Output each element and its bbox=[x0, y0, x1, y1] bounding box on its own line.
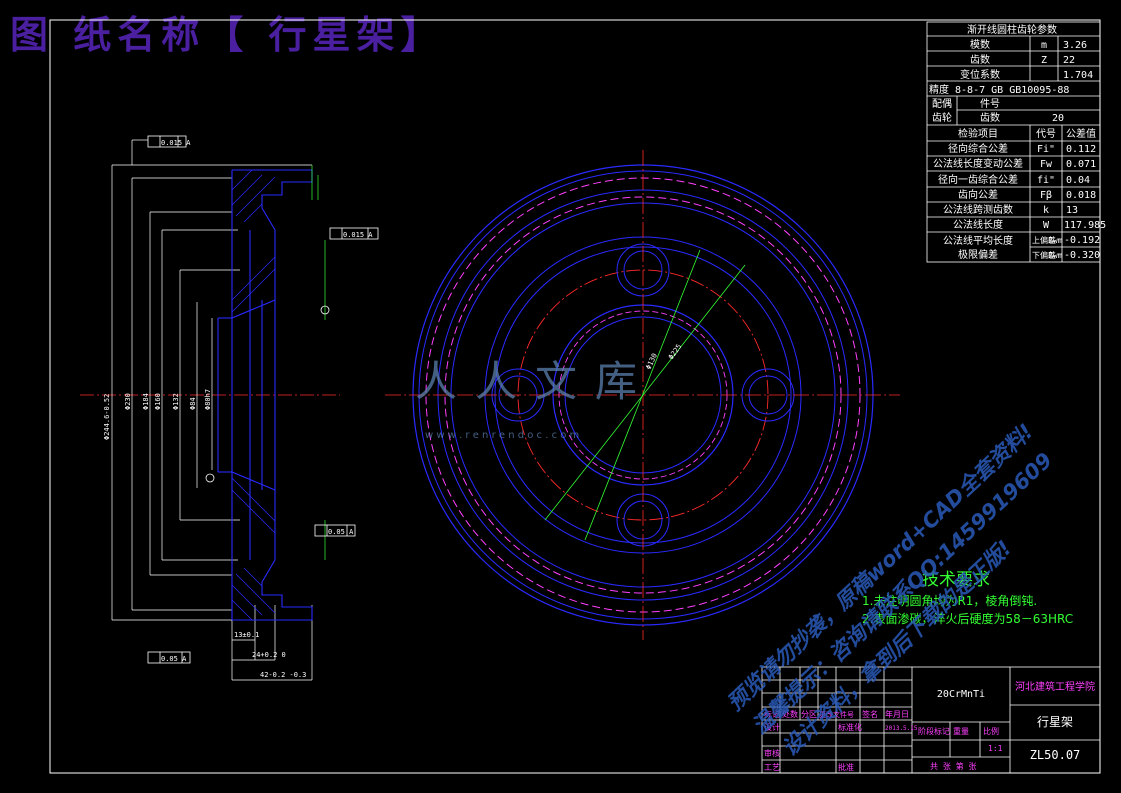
tb-craft: 工艺 bbox=[764, 763, 780, 772]
deviation-upper: 上偏差 bbox=[1032, 235, 1056, 245]
tb-scale: 1:1 bbox=[988, 744, 1003, 753]
deviation-lower: 下偏差 bbox=[1032, 250, 1056, 260]
leader-line bbox=[584, 249, 701, 541]
deviation-upper-sym: Ewm bbox=[1048, 236, 1063, 245]
deviation-lower-val: -0.320 bbox=[1064, 250, 1100, 261]
tb-mark: 标记 bbox=[764, 709, 780, 719]
tb-date: 年月日 bbox=[885, 709, 909, 719]
watermark-logo: 人人文库 bbox=[415, 357, 656, 406]
tb-sign: 签名 bbox=[862, 709, 878, 719]
precision-text: 精度 8-8-7 GB GB10095-88 bbox=[929, 83, 1069, 96]
title-block-main-text: 20CrMnTi 行星架 ZL50.07 bbox=[937, 689, 1080, 762]
tb-design: 设计 bbox=[764, 722, 780, 732]
gear-table-header: 渐开线圆柱齿轮参数 bbox=[967, 23, 1057, 36]
gear-row-label: 变位系数 bbox=[960, 68, 1000, 81]
watermark-url: w w w . r e n r e n d o c . c o m bbox=[425, 430, 580, 441]
check-val: 13 bbox=[1066, 205, 1078, 216]
check-val: 0.071 bbox=[1066, 159, 1096, 170]
tb-count: 处数 bbox=[782, 709, 798, 719]
tech-requirement-item: 1.未注明圆角均为R1，棱角倒钝. bbox=[862, 594, 1038, 608]
check-val: 0.018 bbox=[1066, 190, 1096, 201]
front-view bbox=[385, 150, 900, 640]
dim-w1: 13±0.1 bbox=[234, 631, 259, 639]
deviation-label: 极限偏差 bbox=[958, 248, 998, 261]
check-label: 齿向公差 bbox=[958, 188, 998, 201]
check-sym: Fi" bbox=[1037, 144, 1055, 155]
tech-requirements-title: 技术要求 bbox=[922, 570, 990, 590]
tb-zone: 分区 bbox=[801, 710, 817, 719]
drawing-frame bbox=[49, 19, 1101, 774]
tol-frame-3: 0.05 A bbox=[328, 528, 354, 536]
check-sym: W bbox=[1043, 220, 1050, 231]
check-header-code: 代号 bbox=[1036, 128, 1056, 140]
tb-school: 河北建筑工程学院 bbox=[1015, 680, 1095, 693]
tb-drawing-no: ZL50.07 bbox=[1030, 748, 1081, 762]
tb-date-val: 2013.5.15 bbox=[885, 725, 918, 732]
section-view bbox=[80, 135, 379, 681]
dim-d3: Φ184 bbox=[142, 393, 150, 410]
section-dim-text: Φ244.6-0.52 Φ230 Φ184 Φ160 Φ132 Φ84 Φ80h… bbox=[103, 139, 373, 679]
tb-material: 20CrMnTi bbox=[937, 689, 985, 700]
tech-requirement-item: 2.表面渗碳，淬火后硬度为58－63HRC bbox=[862, 612, 1074, 626]
check-header-tol: 公差值 bbox=[1066, 127, 1096, 140]
tol-frame-2: 0.015 A bbox=[343, 231, 373, 239]
tb-doc-no: 更改文件号 bbox=[819, 710, 854, 719]
tb-stage: 阶段标记 bbox=[918, 726, 950, 736]
tb-ratio: 比例 bbox=[983, 726, 999, 736]
gear-row-val: 3.26 bbox=[1063, 40, 1087, 51]
tb-check: 审核 bbox=[764, 748, 780, 758]
gear-table-text: 渐开线圆柱齿轮参数 模数 m 3.26 齿数 Z 22 变位系数 1.704 精… bbox=[929, 23, 1106, 261]
check-val: 0.04 bbox=[1066, 175, 1090, 186]
gear-row-val: 1.704 bbox=[1063, 70, 1093, 81]
dim-d7: Φ80h7 bbox=[204, 389, 212, 410]
tb-part-name: 行星架 bbox=[1037, 715, 1073, 729]
gear-row-sym: Z bbox=[1041, 55, 1047, 66]
dim-d2: Φ230 bbox=[124, 393, 132, 410]
title-block bbox=[761, 666, 1101, 774]
tb-approve: 批准 bbox=[838, 762, 854, 772]
check-sym: Fw bbox=[1040, 159, 1053, 170]
mating-teeth: 齿数 bbox=[980, 111, 1000, 124]
dim-w3: 42-0.2 -0.3 bbox=[260, 671, 306, 679]
dim-pcd2: Φ225 bbox=[667, 343, 683, 361]
check-val: 117.985 bbox=[1064, 220, 1106, 231]
gear-row-val: 22 bbox=[1063, 55, 1075, 66]
tol-frame-4: 0.05 A bbox=[161, 655, 187, 663]
deviation-label: 公法线平均长度 bbox=[943, 234, 1013, 247]
mating-teeth-val: 20 bbox=[1052, 113, 1064, 124]
mating-part-no: 件号 bbox=[980, 98, 1000, 110]
dim-d6: Φ84 bbox=[189, 397, 197, 410]
mating-label: 齿轮 bbox=[932, 111, 952, 124]
check-val: 0.112 bbox=[1066, 144, 1096, 155]
check-label: 公法线跨测齿数 bbox=[943, 203, 1013, 216]
check-label: 公法线长度 bbox=[953, 218, 1003, 231]
gear-row-sym: m bbox=[1041, 40, 1047, 51]
tb-sheets: 共 张 第 张 bbox=[930, 761, 976, 771]
dim-outer: Φ244.6-0.52 bbox=[103, 394, 111, 440]
check-label: 公法线长度变动公差 bbox=[933, 157, 1023, 170]
check-header-item: 检验项目 bbox=[958, 127, 998, 140]
check-sym: k bbox=[1043, 205, 1049, 216]
check-label: 径向综合公差 bbox=[948, 142, 1008, 155]
tb-standardize: 标准化 bbox=[838, 722, 862, 732]
check-label: 径向一齿综合公差 bbox=[938, 173, 1018, 186]
gear-row-label: 模数 bbox=[970, 38, 990, 51]
mating-label: 配偶 bbox=[932, 97, 952, 110]
leader-line bbox=[544, 264, 746, 521]
dim-w2: 24+0.2 0 bbox=[252, 651, 286, 659]
gear-parameter-table bbox=[926, 21, 1101, 263]
dim-d5: Φ132 bbox=[172, 393, 180, 410]
deviation-lower-sym: Ewm bbox=[1048, 251, 1063, 260]
dim-d4: Φ160 bbox=[154, 393, 162, 410]
tb-weight: 重量 bbox=[953, 726, 969, 736]
title-block-text: 标记 处数 分区 更改文件号 签名 年月日 设计 标准化 2013.5.15 审… bbox=[764, 680, 1095, 772]
check-sym: fi" bbox=[1037, 175, 1055, 186]
tol-frame-1: 0.015 A bbox=[161, 139, 191, 147]
check-sym: Fβ bbox=[1040, 190, 1052, 201]
deviation-upper-val: -0.192 bbox=[1064, 235, 1100, 246]
gear-row-label: 齿数 bbox=[970, 53, 990, 66]
